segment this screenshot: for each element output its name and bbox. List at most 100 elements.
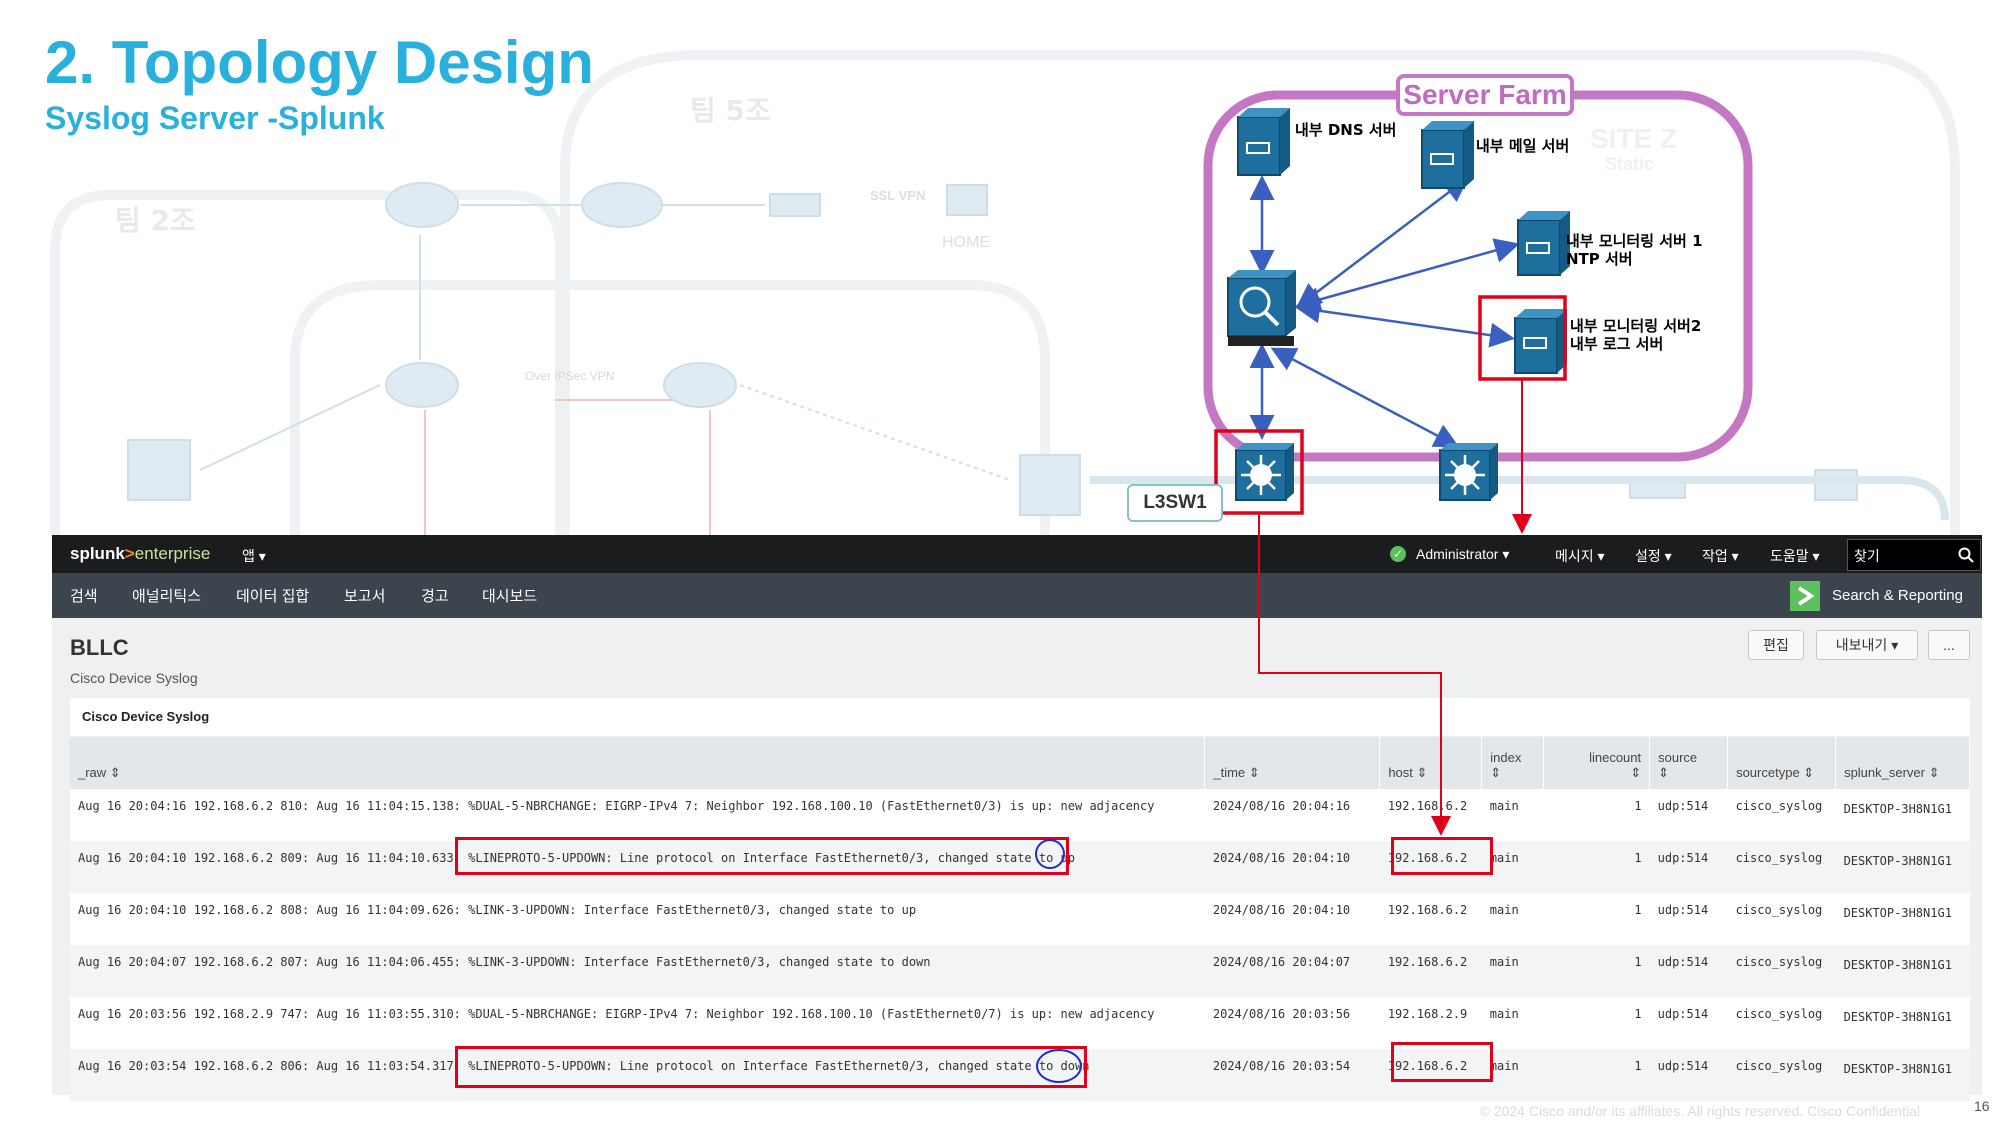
col-splunk-server[interactable]: splunk_server ⇕ — [1835, 737, 1970, 789]
nav-reports[interactable]: 보고서 — [344, 588, 386, 605]
cell-splunk-server[interactable]: DESKTOP-3H8N1G1 — [1835, 997, 1970, 1049]
app-icon[interactable] — [1790, 581, 1820, 611]
cell-splunk-server[interactable]: DESKTOP-3H8N1G1 — [1835, 893, 1970, 945]
cell-sourcetype[interactable]: cisco_syslog — [1727, 841, 1836, 893]
dns-server-icon — [1237, 108, 1290, 176]
nav-alerts[interactable]: 경고 — [421, 588, 449, 605]
ipsec-label: Over IPSec VPN — [525, 369, 614, 383]
cell-index[interactable]: main — [1481, 893, 1544, 945]
cell-source[interactable]: udp:514 — [1649, 1049, 1728, 1101]
cell-source[interactable]: udp:514 — [1649, 945, 1728, 997]
cell-splunk-server[interactable]: DESKTOP-3H8N1G1 — [1835, 841, 1970, 893]
col-sourcetype[interactable]: sourcetype ⇕ — [1727, 737, 1837, 789]
cell-time[interactable]: 2024/08/16 20:04:16 — [1204, 789, 1380, 841]
search-icon[interactable] — [1958, 547, 1974, 563]
cell-sourcetype[interactable]: cisco_syslog — [1727, 893, 1836, 945]
table-row[interactable]: Aug 16 20:04:16 192.168.6.2 810: Aug 16 … — [70, 789, 1970, 841]
cell-host[interactable]: 192.168.6.2 — [1379, 945, 1482, 997]
cell-sourcetype[interactable]: cisco_syslog — [1727, 789, 1836, 841]
site-static-label: Static — [1605, 154, 1654, 174]
server-farm-diagram — [1203, 90, 1753, 515]
cell-sourcetype[interactable]: cisco_syslog — [1727, 945, 1836, 997]
table-row[interactable]: Aug 16 20:03:54 192.168.6.2 806: Aug 16 … — [70, 1049, 1970, 1101]
cell-linecount[interactable]: 1 — [1543, 1049, 1650, 1101]
cell-index[interactable]: main — [1481, 997, 1544, 1049]
cell-linecount[interactable]: 1 — [1543, 841, 1650, 893]
cell-host[interactable]: 192.168.6.2 — [1379, 893, 1482, 945]
cell-source[interactable]: udp:514 — [1649, 841, 1728, 893]
monitoring-server-1-role: NTP 서버 — [1566, 250, 1633, 268]
cell-host[interactable]: 192.168.6.2 — [1379, 1049, 1482, 1101]
cell-linecount[interactable]: 1 — [1543, 893, 1650, 945]
cell-time[interactable]: 2024/08/16 20:03:54 — [1204, 1049, 1380, 1101]
cell-time[interactable]: 2024/08/16 20:04:10 — [1204, 893, 1380, 945]
cell-splunk-server[interactable]: DESKTOP-3H8N1G1 — [1835, 945, 1970, 997]
slide-title: 2. Topology Design — [45, 29, 594, 96]
more-button[interactable]: ... — [1928, 630, 1970, 660]
messages-menu[interactable]: 메시지 ▾ — [1555, 548, 1605, 564]
help-menu[interactable]: 도움말 ▾ — [1770, 548, 1820, 564]
host-highlight-1 — [1391, 837, 1493, 875]
activity-menu[interactable]: 작업 ▾ — [1702, 548, 1739, 564]
col-linecount[interactable]: linecount ⇕ — [1543, 737, 1651, 789]
splunk-top-bar: splunk>enterprise 앱 ▾ ✓ Administrator ▾ … — [52, 535, 1982, 573]
monitoring-server-2-name: 내부 모니터링 서버2 — [1570, 317, 1702, 335]
col-source[interactable]: source ⇕ — [1649, 737, 1729, 789]
app-name[interactable]: Search & Reporting — [1832, 587, 1963, 604]
cell-source[interactable]: udp:514 — [1649, 893, 1728, 945]
page-number: 16 — [1974, 1098, 1990, 1114]
cell-time[interactable]: 2024/08/16 20:04:10 — [1204, 841, 1380, 893]
cell-source[interactable]: udp:514 — [1649, 789, 1728, 841]
cell-index[interactable]: main — [1481, 789, 1544, 841]
cell-raw[interactable]: Aug 16 20:04:10 192.168.6.2 809: Aug 16 … — [70, 841, 1205, 893]
cell-raw[interactable]: Aug 16 20:04:07 192.168.6.2 807: Aug 16 … — [70, 945, 1205, 997]
log-server-icon — [1514, 309, 1567, 374]
cell-splunk-server[interactable]: DESKTOP-3H8N1G1 — [1835, 789, 1970, 841]
user-menu[interactable]: Administrator ▾ — [1416, 546, 1510, 562]
log-highlight-up — [455, 837, 1069, 875]
cell-raw[interactable]: Aug 16 20:04:10 192.168.6.2 808: Aug 16 … — [70, 893, 1205, 945]
nav-dashboards[interactable]: 대시보드 — [482, 588, 538, 605]
nav-analytics[interactable]: 애널리틱스 — [132, 588, 202, 605]
settings-menu[interactable]: 설정 ▾ — [1635, 548, 1672, 564]
monitoring-server-1-label: 내부 모니터링 서버 1 NTP 서버 — [1566, 232, 1703, 268]
cell-linecount[interactable]: 1 — [1543, 997, 1650, 1049]
table-row[interactable]: Aug 16 20:03:56 192.168.2.9 747: Aug 16 … — [70, 997, 1970, 1049]
cell-sourcetype[interactable]: cisco_syslog — [1727, 997, 1836, 1049]
team2-label: 팀 2조 — [115, 204, 196, 237]
edit-button[interactable]: 편집 — [1748, 630, 1804, 660]
table-row[interactable]: Aug 16 20:04:10 192.168.6.2 808: Aug 16 … — [70, 893, 1970, 945]
export-button[interactable]: 내보내기 ▾ — [1816, 630, 1918, 660]
nav-search[interactable]: 검색 — [70, 588, 98, 605]
cell-host[interactable]: 192.168.6.2 — [1379, 841, 1482, 893]
apps-menu[interactable]: 앱 ▾ — [242, 548, 266, 564]
table-row[interactable]: Aug 16 20:04:10 192.168.6.2 809: Aug 16 … — [70, 841, 1970, 893]
col-index[interactable]: index ⇕ — [1481, 737, 1545, 789]
col-time[interactable]: _time ⇕ — [1204, 737, 1381, 789]
nav-datasets[interactable]: 데이터 집합 — [236, 588, 310, 605]
cell-host[interactable]: 192.168.2.9 — [1379, 997, 1482, 1049]
panel-title: Cisco Device Syslog — [82, 709, 210, 724]
cell-linecount[interactable]: 1 — [1543, 945, 1650, 997]
splunk-logo[interactable]: splunk>enterprise — [70, 544, 211, 563]
cell-splunk-server[interactable]: DESKTOP-3H8N1G1 — [1835, 1049, 1970, 1101]
cell-linecount[interactable]: 1 — [1543, 789, 1650, 841]
search-input[interactable]: 찾기 — [1847, 539, 1981, 571]
col-host[interactable]: host ⇕ — [1379, 737, 1483, 789]
cell-host[interactable]: 192.168.6.2 — [1379, 789, 1482, 841]
cell-time[interactable]: 2024/08/16 20:04:07 — [1204, 945, 1380, 997]
cell-raw[interactable]: Aug 16 20:03:56 192.168.2.9 747: Aug 16 … — [70, 997, 1205, 1049]
cell-raw[interactable]: Aug 16 20:04:16 192.168.6.2 810: Aug 16 … — [70, 789, 1205, 841]
cell-index[interactable]: main — [1481, 945, 1544, 997]
monitoring-server-2-label: 내부 모니터링 서버2 내부 로그 서버 — [1570, 317, 1701, 353]
cell-raw[interactable]: Aug 16 20:03:54 192.168.6.2 806: Aug 16 … — [70, 1049, 1205, 1101]
col-raw[interactable]: _raw ⇕ — [70, 737, 1206, 789]
cell-source[interactable]: udp:514 — [1649, 997, 1728, 1049]
background-topology: 팀 2조 팀 5조 SITE Z Static SSL VPN HOME Ove… — [50, 50, 1960, 535]
monitoring-server-2-role: 내부 로그 서버 — [1570, 335, 1664, 353]
cell-sourcetype[interactable]: cisco_syslog — [1727, 1049, 1836, 1101]
server-farm-label: Server Farm — [1396, 74, 1574, 116]
cell-time[interactable]: 2024/08/16 20:03:56 — [1204, 997, 1380, 1049]
table-row[interactable]: Aug 16 20:04:07 192.168.6.2 807: Aug 16 … — [70, 945, 1970, 997]
l3sw1-label: L3SW1 — [1127, 484, 1223, 522]
